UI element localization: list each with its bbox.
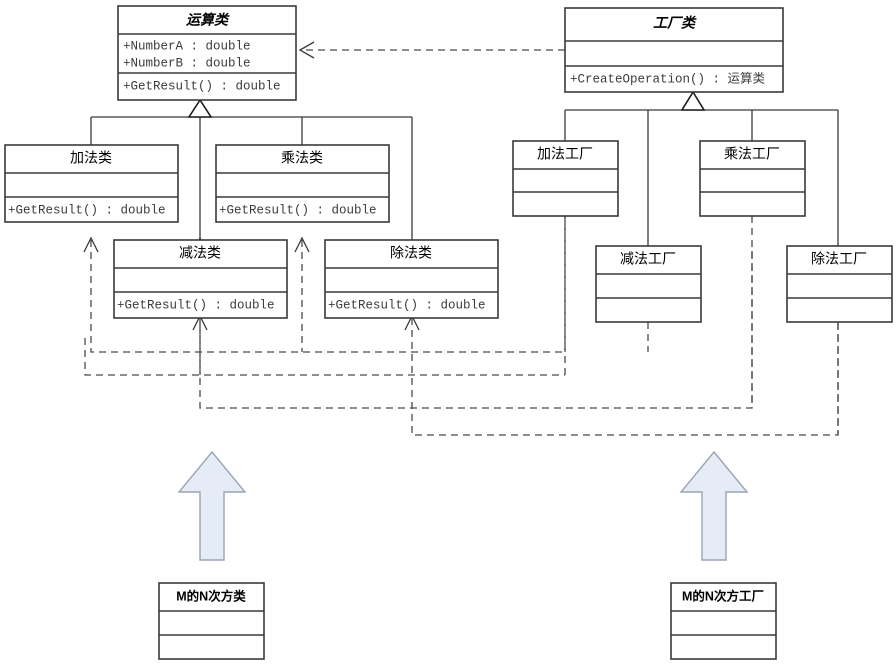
class-box-mul-factory[interactable]: 乘法工厂 bbox=[699, 140, 806, 217]
class-box-sub[interactable]: 减法类 +GetResult() : double bbox=[113, 239, 288, 319]
extension-arrow-left bbox=[177, 450, 247, 561]
class-name-factory: 工厂类 bbox=[653, 15, 697, 31]
method-div-0: +GetResult() : double bbox=[328, 298, 486, 312]
class-box-add[interactable]: 加法类 +GetResult() : double bbox=[4, 144, 179, 223]
class-name-sub: 减法类 bbox=[179, 245, 221, 261]
method-factory-0: +CreateOperation() : 运算类 bbox=[570, 70, 766, 86]
method-sub-0: +GetResult() : double bbox=[117, 298, 275, 312]
class-name-add-factory: 加法工厂 bbox=[537, 146, 593, 162]
method-add-0: +GetResult() : double bbox=[8, 203, 166, 217]
inheritance-operation-tree bbox=[90, 98, 413, 240]
class-name-div: 除法类 bbox=[390, 245, 432, 261]
method-operation-0: +GetResult() : double bbox=[123, 79, 281, 93]
attribute-operation-0: +NumberA : double bbox=[123, 39, 251, 53]
class-name-add: 加法类 bbox=[70, 150, 112, 166]
class-name-pow-class: M的N次方类 bbox=[176, 588, 246, 603]
class-box-factory[interactable]: 工厂类 +CreateOperation() : 运算类 bbox=[564, 7, 784, 93]
dependency-add-factory-to-add bbox=[83, 216, 566, 353]
class-box-pow-class[interactable]: M的N次方类 bbox=[158, 582, 265, 660]
class-box-mul[interactable]: 乘法类 +GetResult() : double bbox=[215, 144, 390, 223]
class-box-pow-factory[interactable]: M的N次方工厂 bbox=[670, 582, 777, 660]
class-name-sub-factory: 减法工厂 bbox=[620, 251, 676, 267]
method-mul-0: +GetResult() : double bbox=[219, 203, 377, 217]
class-name-operation: 运算类 bbox=[186, 12, 230, 28]
attribute-operation-1: +NumberB : double bbox=[123, 56, 251, 70]
class-box-operation[interactable]: 运算类 +NumberA : double +NumberB : double … bbox=[117, 5, 297, 101]
class-box-div-factory[interactable]: 除法工厂 bbox=[786, 245, 893, 323]
class-name-pow-factory: M的N次方工厂 bbox=[682, 588, 764, 603]
class-name-mul-factory: 乘法工厂 bbox=[724, 146, 780, 162]
dependency-row-375 bbox=[84, 338, 566, 376]
dependency-factory-to-operation bbox=[298, 41, 565, 59]
class-box-sub-factory[interactable]: 减法工厂 bbox=[595, 245, 702, 323]
class-name-mul: 乘法类 bbox=[281, 150, 323, 166]
extension-arrow-right bbox=[679, 450, 749, 561]
inheritance-factory-tree bbox=[564, 90, 839, 246]
class-name-div-factory: 除法工厂 bbox=[811, 251, 867, 267]
class-box-add-factory[interactable]: 加法工厂 bbox=[512, 140, 619, 217]
class-box-div[interactable]: 除法类 +GetResult() : double bbox=[324, 239, 499, 319]
dependency-mul-factory-to-mul bbox=[294, 236, 310, 352]
